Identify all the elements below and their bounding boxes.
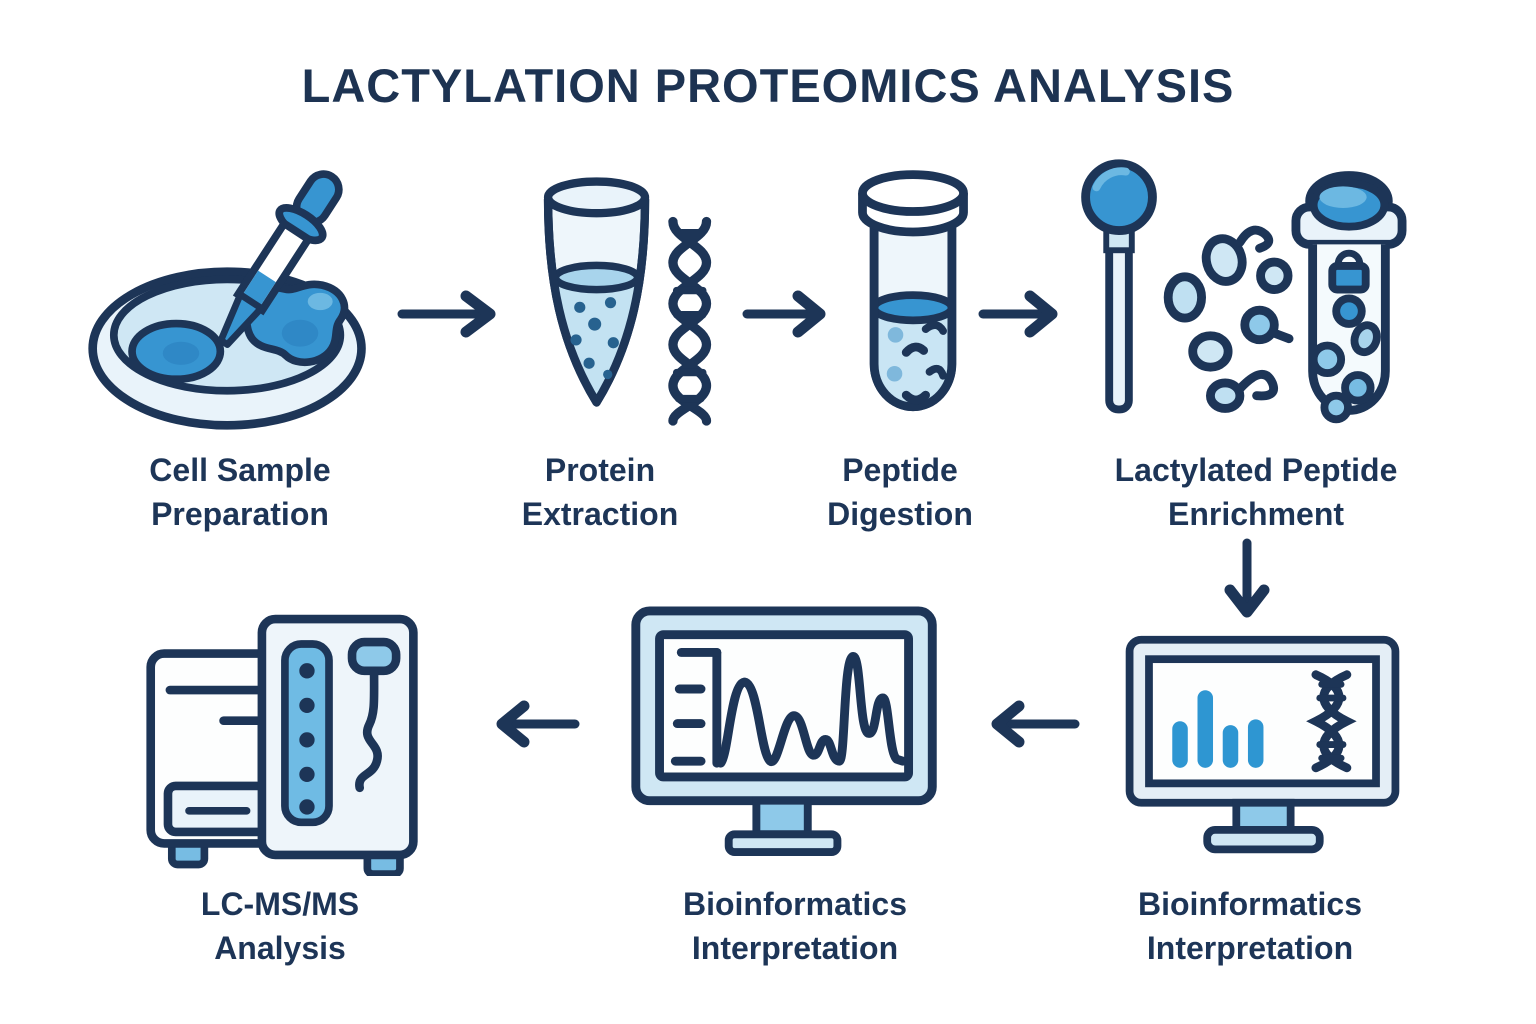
arrow-right-icon xyxy=(397,290,496,338)
test-tube-peptides-icon xyxy=(840,162,986,434)
step-label-peptide-digestion: Peptide Digestion xyxy=(745,448,1055,536)
step-label-protein-extraction: Protein Extraction xyxy=(445,448,755,536)
step-label-line: Interpretation xyxy=(1146,930,1354,967)
arrow-down-icon xyxy=(1224,538,1270,618)
step-label-bioinformatics-interpretation-2: Bioinformatics Interpretation xyxy=(630,882,960,970)
petri-dish-dropper-icon xyxy=(83,145,375,433)
step-label-line: LC-MS/MS xyxy=(200,886,360,922)
step-label-lc-ms-ms-analysis: LC-MS/MS Analysis xyxy=(130,882,430,970)
monitor-bar-chart-dna-icon xyxy=(1120,632,1405,860)
step-label-line: Lactylated Peptide xyxy=(1114,452,1398,488)
step-label-cell-sample-preparation: Cell Sample Preparation xyxy=(85,448,395,536)
step-label-line: Protein xyxy=(544,452,656,488)
step-label-line: Interpretation xyxy=(691,930,899,967)
step-label-line: Enrichment xyxy=(1167,496,1345,533)
swab-peptides-tube-icon xyxy=(1062,150,1407,435)
step-label-line: Cell Sample xyxy=(149,452,331,488)
arrow-right-icon xyxy=(742,290,826,338)
tube-dna-helix-icon xyxy=(522,162,727,434)
step-label-line: Bioinformatics xyxy=(682,886,908,922)
step-label-line: Analysis xyxy=(214,930,346,967)
step-label-line: Peptide xyxy=(842,452,958,488)
step-label-line: Preparation xyxy=(151,496,329,533)
step-label-lactylated-peptide-enrichment: Lactylated Peptide Enrichment xyxy=(1056,448,1456,536)
step-label-bioinformatics-interpretation-1: Bioinformatics Interpretation xyxy=(1085,882,1415,970)
diagram-title: LACTYLATION PROTEOMICS ANALYSIS xyxy=(301,59,1235,112)
step-label-line: Digestion xyxy=(827,496,973,533)
step-label-line: Bioinformatics xyxy=(1137,886,1363,922)
monitor-spectrum-icon xyxy=(628,605,948,857)
arrow-right-icon xyxy=(978,290,1058,338)
mass-spectrometer-icon xyxy=(138,598,428,876)
arrow-left-icon xyxy=(991,700,1080,748)
step-label-line: Extraction xyxy=(521,496,679,533)
arrow-left-icon xyxy=(496,700,580,748)
